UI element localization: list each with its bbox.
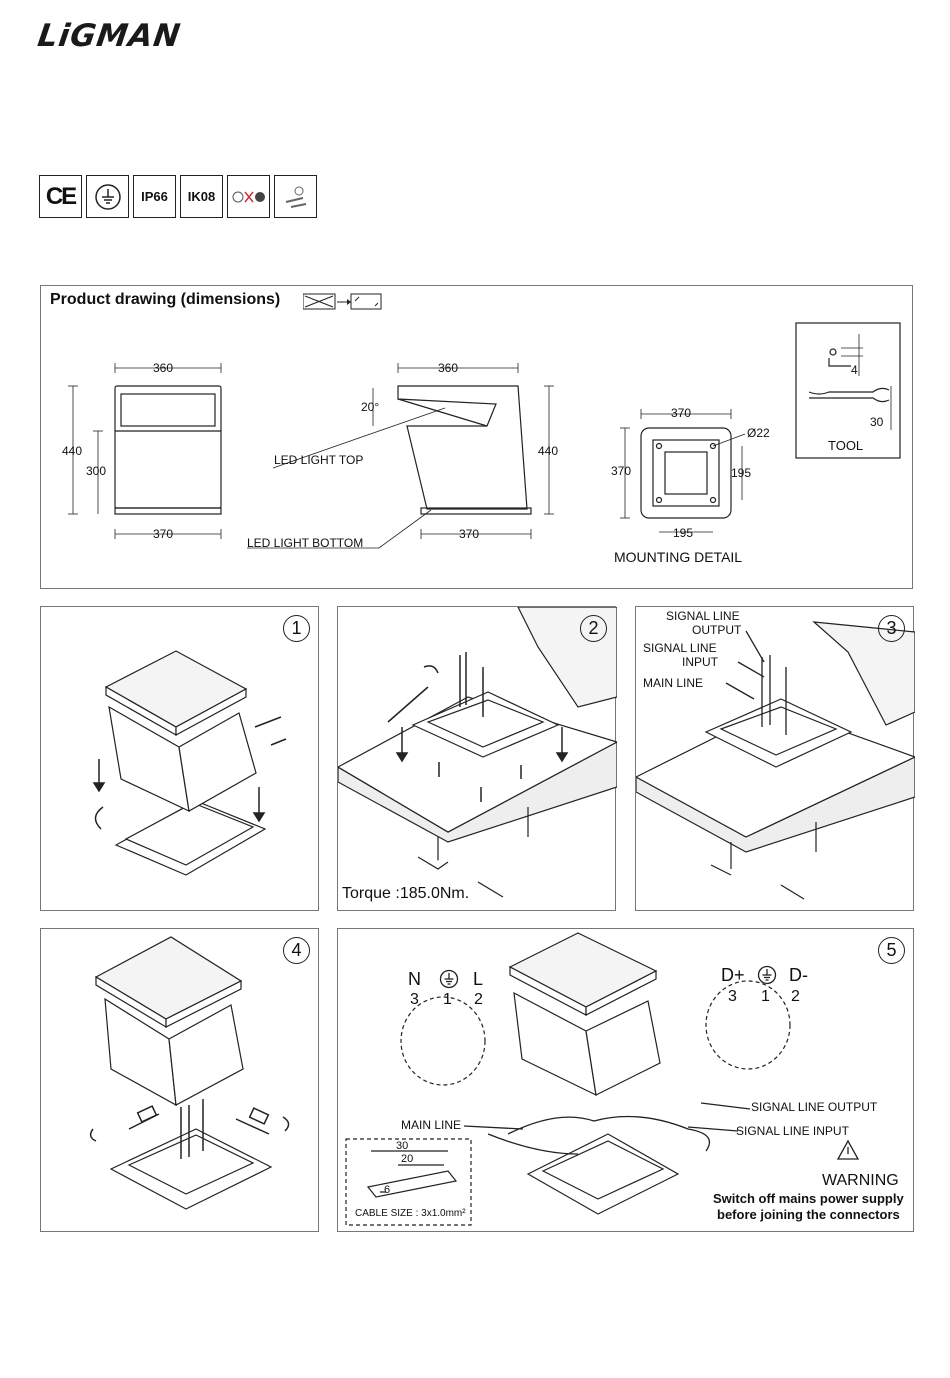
front-inner-height-label: 300 xyxy=(86,464,107,478)
signal-input-label-1: SIGNAL LINE xyxy=(643,641,717,655)
step-1-number: 1 xyxy=(283,615,310,642)
warning-line-1: Switch off mains power supply xyxy=(713,1191,904,1206)
step-5-number: 5 xyxy=(878,937,905,964)
tool-wrench-size: 30 xyxy=(870,415,884,429)
signal-output-label: SIGNAL LINE OUTPUT xyxy=(751,1100,878,1114)
ik08-badge: IK08 xyxy=(180,175,223,218)
dminus-pin-number: 2 xyxy=(791,988,800,1005)
signal-earth-icon xyxy=(757,965,777,985)
hole-spacing-h-label: 195 xyxy=(673,526,694,540)
signal-earth-pin-number: 1 xyxy=(761,988,770,1005)
neutral-pin-label: N xyxy=(408,969,421,989)
torque-label: Torque :185.0Nm. xyxy=(342,885,470,902)
cable-size-label: CABLE SIZE : 3x1.0mm² xyxy=(355,1208,466,1219)
step-4-illustration xyxy=(89,936,290,1210)
product-drawing-panel: Product drawing (dimensions) xyxy=(40,285,913,589)
side-base-width-label: 370 xyxy=(459,527,480,541)
mounting-detail-label: MOUNTING DETAIL xyxy=(614,549,743,565)
step-2-panel: 2 Torque :185.0Nm. xyxy=(336,606,619,911)
live-pin-label: L xyxy=(473,969,484,989)
step-4-panel: 4 xyxy=(40,928,319,1232)
led-top-label: LED LIGHT TOP xyxy=(274,453,364,467)
main-line-label: MAIN LINE xyxy=(643,676,704,690)
step-3-number: 3 xyxy=(878,615,905,642)
earth-class-icon xyxy=(86,175,129,218)
angle-label: 20° xyxy=(361,400,380,414)
dminus-pin-label: D- xyxy=(789,965,808,985)
dplus-pin-number: 3 xyxy=(728,988,737,1005)
warning-title: WARNING xyxy=(822,1172,899,1189)
product-drawing-title: Product drawing (dimensions) xyxy=(50,291,281,308)
main-line-label: MAIN LINE xyxy=(401,1118,462,1132)
step-3-panel: 3 SIGNAL LINE OUTPUT SIGNAL LINE INPUT M… xyxy=(634,606,917,911)
signal-output-label-2: OUTPUT xyxy=(692,623,742,637)
earth-pin-number: 1 xyxy=(443,991,452,1008)
tool-hex-size: 4 xyxy=(851,363,858,377)
ce-mark-badge: CE xyxy=(39,175,82,218)
side-height-label: 440 xyxy=(538,444,559,458)
side-width-label: 360 xyxy=(438,361,459,375)
strip-length-30: 30 xyxy=(396,1140,409,1152)
strip-length-20: 20 xyxy=(401,1153,414,1165)
neutral-pin-number: 3 xyxy=(410,991,419,1008)
ip66-badge: IP66 xyxy=(133,175,176,218)
step-4-number: 4 xyxy=(283,937,310,964)
dimension-drawings xyxy=(68,322,901,549)
signal-input-label: SIGNAL LINE INPUT xyxy=(736,1124,849,1138)
signal-input-label-2: INPUT xyxy=(682,655,718,669)
live-pin-number: 2 xyxy=(474,991,483,1008)
step-5-illustration xyxy=(345,932,860,1226)
front-base-width-label: 370 xyxy=(153,527,174,541)
tool-label: TOOL xyxy=(828,438,864,453)
led-bottom-label: LED LIGHT BOTTOM xyxy=(247,536,364,550)
step-1-illustration xyxy=(92,650,287,876)
install-tool-icon xyxy=(274,175,317,218)
mount-width-label: 370 xyxy=(671,406,692,420)
mount-height-label: 370 xyxy=(611,464,632,478)
replace-lamp-icon xyxy=(303,293,382,310)
step-3-illustration xyxy=(634,621,917,900)
step-2-number: 2 xyxy=(580,615,607,642)
disposal-icon xyxy=(227,175,270,218)
earth-icon xyxy=(439,969,459,989)
brand-logo: LiGMAN xyxy=(35,18,184,54)
front-height-label: 440 xyxy=(62,444,83,458)
front-width-label: 360 xyxy=(153,361,174,375)
warning-line-2: before joining the connectors xyxy=(717,1207,900,1222)
hole-diameter-label: Ø22 xyxy=(747,426,770,440)
certification-badges: CE IP66 IK08 xyxy=(39,175,317,218)
step-2-illustration xyxy=(336,606,619,898)
step-5-panel: 5 N L 3 1 2 D+ D- 3 1 xyxy=(337,928,914,1232)
strip-length-6: 6 xyxy=(384,1184,391,1196)
step-1-panel: 1 xyxy=(40,606,319,911)
hole-spacing-v-label: 195 xyxy=(731,466,752,480)
dplus-pin-label: D+ xyxy=(721,965,745,985)
signal-output-label-1: SIGNAL LINE xyxy=(666,609,740,623)
